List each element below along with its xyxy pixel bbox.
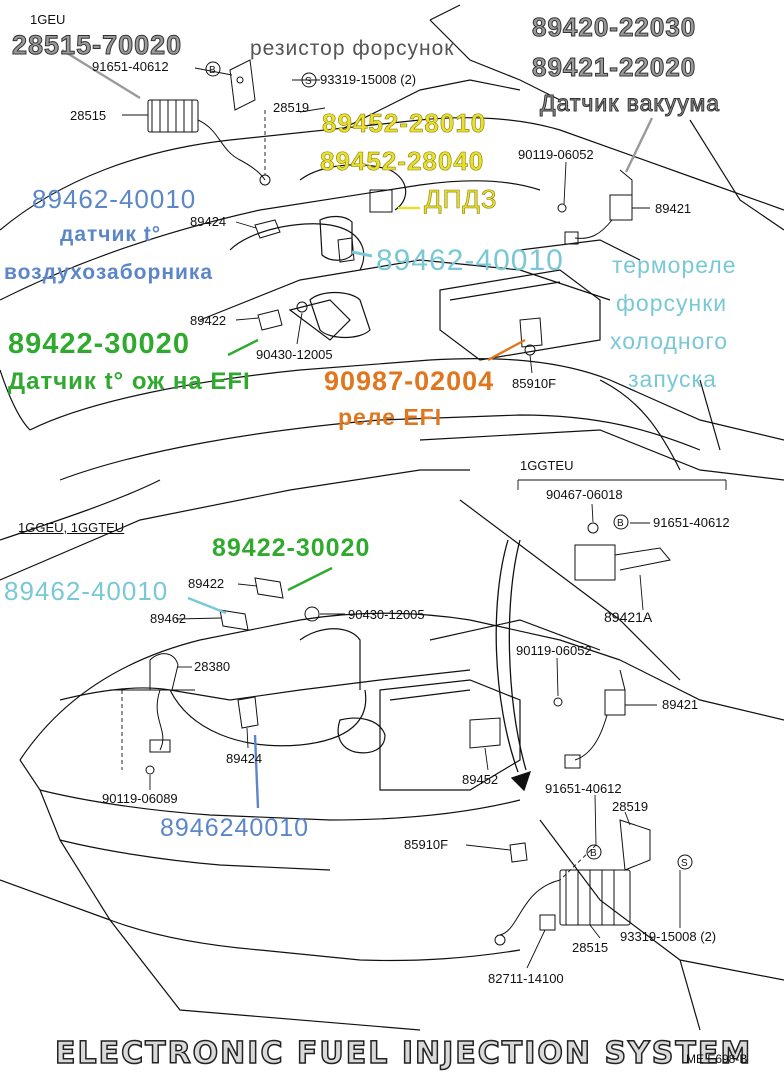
top-parts [147, 59, 633, 356]
big-arrow [495, 539, 532, 792]
annotation-thermo-name-4: запуска [628, 366, 717, 392]
part-label: 93319-15008 (2) [620, 929, 717, 944]
annotation-vacuum-code-2: 89421-22020 [531, 52, 697, 82]
part-label: 89422 [188, 576, 225, 591]
annotation-iat-code: 89462-40010 [32, 184, 197, 214]
leader-lines [121, 67, 727, 969]
part-label: 93319-15008 (2) [320, 72, 417, 87]
bottom-engine-outline [0, 469, 784, 1031]
part-label: 85910F [512, 376, 557, 391]
part-label: 89424 [226, 751, 263, 766]
annotation-ect-code-bottom: 89422-30020 [212, 534, 371, 562]
part-label: 90119-06052 [518, 147, 594, 162]
part-label: 90430-12005 [256, 347, 333, 362]
annotation-iat-code-bottom: 89462-40010 [4, 576, 169, 606]
annotation-vacuum-code-1: 89420-22030 [531, 12, 697, 42]
section-label-1ggteu: 1GGTEU [520, 458, 574, 473]
part-label: 91651-40612 [92, 59, 169, 74]
annotation-thermo-code: 89462-40010 [376, 244, 564, 277]
svg-text:S: S [305, 76, 312, 87]
section-label-1geu: 1GEU [30, 12, 66, 27]
part-label: 91651-40612 [545, 781, 622, 796]
top-engine-outline [0, 4, 784, 541]
part-label: 89421A [604, 609, 653, 625]
part-label: 91651-40612 [653, 515, 730, 530]
part-label: 89462 [150, 611, 187, 626]
svg-text:B: B [617, 518, 624, 529]
circle-marker-letters: B S B B S [209, 65, 688, 869]
part-label: 28519 [273, 100, 310, 115]
part-label: 90430-12005 [348, 607, 425, 622]
annotation-thermo-name-3: холодного [610, 328, 729, 354]
part-label: 85910F [404, 837, 449, 852]
part-label: 90467-06018 [546, 487, 623, 502]
circle-markers [205, 61, 693, 870]
svg-text:B: B [590, 848, 597, 859]
annotation-resistor-name: резистор форсунок [250, 37, 455, 60]
svg-text:S: S [681, 858, 688, 869]
annotation-ect-code: 89422-30020 [8, 328, 190, 360]
part-label: 89422 [190, 313, 227, 328]
annotation-relay-code: 90987-02004 [324, 366, 495, 396]
diagram-code: ME E698-B [686, 1052, 748, 1066]
annotation-vacuum-name: Датчик вакуума [539, 90, 721, 116]
annotation-ect-name: Датчик t° ож на EFI [8, 368, 251, 395]
part-label: 28515 [572, 940, 609, 955]
part-label: 28515 [70, 108, 107, 123]
annotation-iat-name-2: воздухозаборника [4, 261, 214, 284]
part-label: 90119-06089 [102, 791, 178, 806]
annotation-thermo-name-1: термореле [612, 252, 737, 278]
part-label: 89421 [662, 697, 699, 712]
part-label: 89452 [462, 772, 499, 787]
part-label: 82711-14100 [488, 971, 564, 986]
annotation-thermo-name-2: форсунки [616, 290, 728, 316]
annotation-thermo-code-bottom: 8946240010 [160, 814, 310, 842]
part-label: 28380 [194, 659, 231, 674]
part-label: 28519 [612, 799, 649, 814]
annotation-iat-name-1: датчик t° [60, 223, 162, 246]
annotation-tps-code-2: 89452-28040 [320, 146, 485, 176]
annotation-tps-name: ДПДЗ [424, 184, 498, 214]
annotation-resistor-code: 28515-70020 [11, 30, 183, 60]
annotation-relay-name: реле EFI [338, 404, 443, 430]
part-label: 89421 [655, 201, 692, 216]
part-label: 90119-06052 [516, 643, 592, 658]
diagram-title: ELECTRONIC FUEL INJECTION SYSTEM [54, 1035, 753, 1072]
annotation-tps-code-1: 89452-28010 [322, 108, 487, 138]
svg-text:B: B [209, 65, 216, 76]
color-pointers [61, 48, 654, 809]
part-label: 89424 [190, 214, 227, 229]
bottom-parts [110, 522, 671, 946]
section-label-1ggeu-1ggteu: 1GGEU, 1GGTEU [18, 520, 125, 535]
